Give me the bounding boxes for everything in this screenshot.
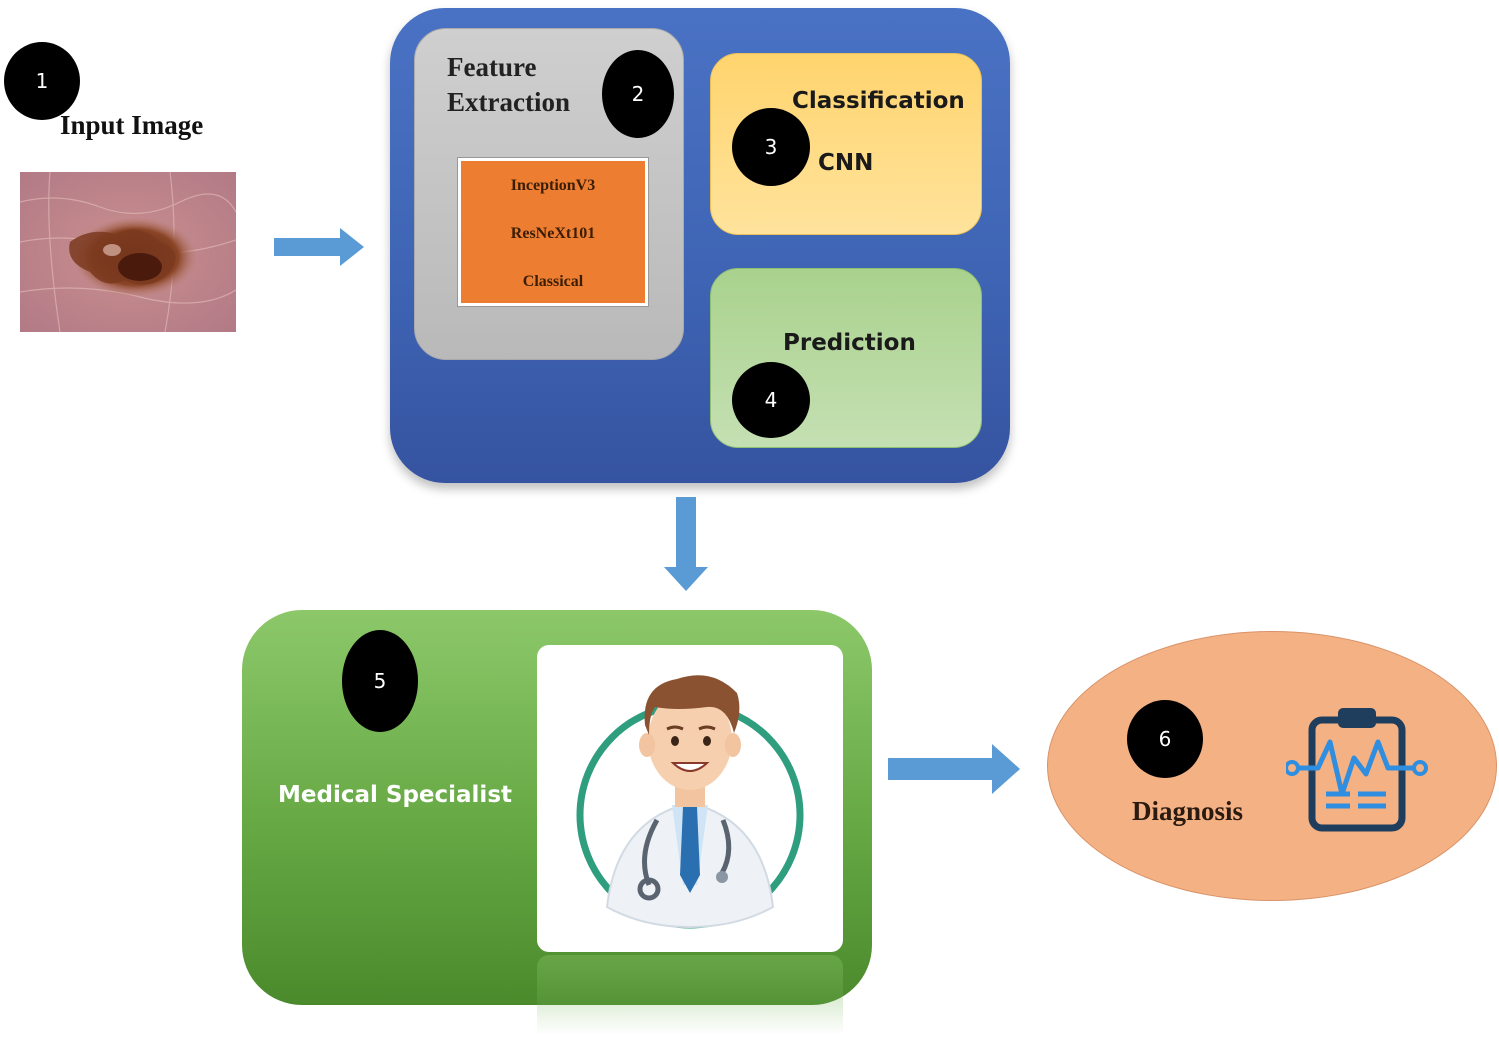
step-2-badge: 2 — [602, 50, 674, 138]
clipboard-heartbeat-icon — [1286, 708, 1428, 832]
doctor-card — [537, 645, 843, 952]
prediction-title: Prediction — [783, 330, 916, 356]
classification-title: Classification — [792, 88, 965, 114]
feature-extraction-title-line1: Feature — [447, 52, 537, 82]
model-item-classical: Classical — [522, 273, 584, 290]
classification-method: CNN — [818, 150, 874, 176]
arrow-down-icon — [664, 497, 708, 591]
feature-extraction-title-line2: Extraction — [447, 87, 570, 117]
doctor-icon — [576, 675, 804, 929]
specialist-label: Medical Specialist — [278, 782, 512, 808]
diagnosis-label: Diagnosis — [1132, 796, 1244, 826]
step-1-badge: 1 — [4, 42, 80, 120]
step-6-badge: 6 — [1127, 700, 1203, 778]
step-4-badge: 4 — [732, 362, 810, 438]
step-5-badge: 5 — [342, 630, 418, 732]
input-image-label: Input Image — [60, 110, 204, 140]
doctor-card-reflection — [537, 955, 843, 1035]
step-3-badge: 3 — [732, 108, 810, 186]
skin-lesion-image — [19, 171, 237, 333]
diagnosis-oval — [1047, 631, 1497, 901]
arrow-right-icon — [274, 228, 364, 266]
model-item-inceptionv3: InceptionV3 — [510, 177, 596, 194]
model-item-resnext101: ResNeXt101 — [510, 225, 596, 242]
model-list: InceptionV3 ResNeXt101 Classical — [458, 158, 648, 306]
arrow-right-icon — [888, 744, 1020, 794]
